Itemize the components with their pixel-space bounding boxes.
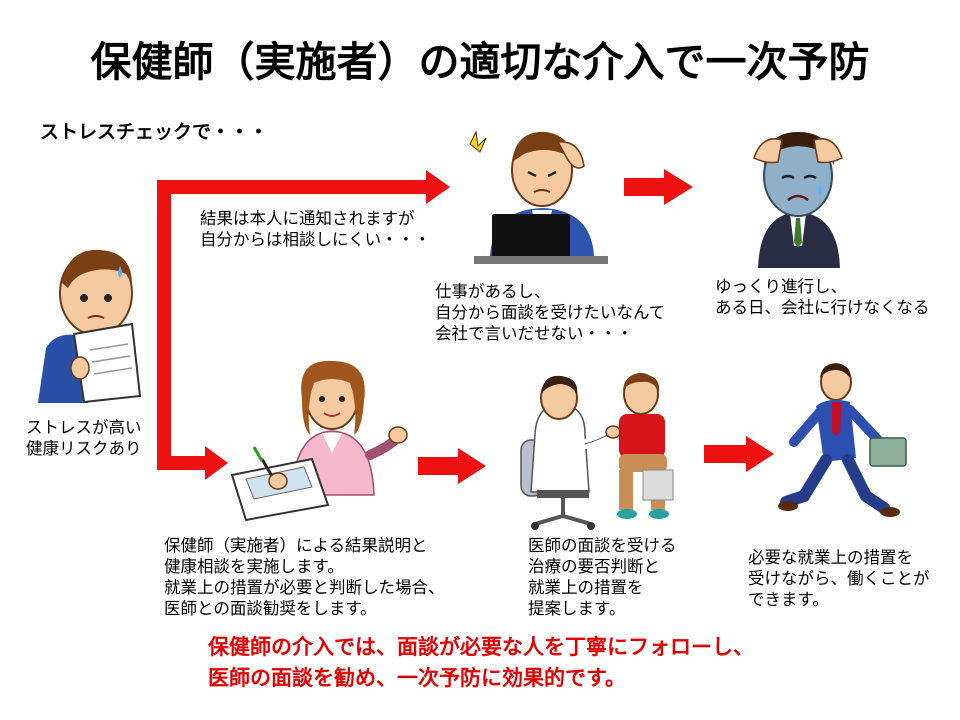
lower-step-2-text: 医師の面談を受ける 治療の要否判断と 就業上の措置を 提案します。 — [528, 536, 677, 618]
flow-stem — [157, 180, 171, 470]
worker-walking-icon — [778, 363, 907, 517]
subtitle: ストレスチェックで・・・ — [40, 121, 269, 143]
lower-step-1-text: 保健師（実施者）による結果説明と 健康相談を実施します。 就業上の措置が必要と判… — [164, 536, 445, 618]
worried-worker-icon — [38, 249, 142, 404]
upper-progress-arrowhead — [664, 169, 693, 205]
doctor-consultation-icon — [520, 373, 674, 530]
conclusion-text: 保健師の介入では、面談が必要な人を丁寧にフォローし、 医師の面談を勧め、一次予防… — [208, 635, 754, 690]
upper-branch-arrowhead — [426, 170, 450, 204]
lower-branch-line — [157, 456, 207, 470]
depressed-worker-icon — [753, 132, 843, 268]
lower-branch-arrowhead — [205, 446, 228, 480]
doctor-to-work-arrowhead — [746, 436, 774, 472]
upper-branch-line — [157, 180, 427, 194]
lower-step-3-text: 必要な就業上の措置を 受けながら、働くことが できます。 — [748, 548, 930, 609]
upper-branch-note: 結果は本人に通知されますが 自分からは相談しにくい・・・ — [200, 209, 431, 249]
upper-step-1-text: 仕事があるし、 自分から面談を受けたいなんて 会社で言いだせない・・・ — [435, 282, 666, 343]
page-title: 保健師（実施者）の適切な介入で一次予防 — [90, 38, 870, 86]
doctor-to-work-arrow-body — [704, 445, 748, 463]
nurse-to-doctor-arrow-body — [418, 457, 460, 475]
upper-step-2-text: ゆっくり進行し、 ある日、会社に行けなくなる — [715, 277, 930, 317]
upper-progress-arrow-body — [624, 178, 666, 196]
public-health-nurse-icon — [230, 360, 408, 522]
start-label: ストレスが高い 健康リスクあり — [26, 418, 142, 458]
nurse-to-doctor-arrowhead — [458, 448, 486, 484]
stressed-worker-at-laptop-icon — [469, 130, 608, 264]
